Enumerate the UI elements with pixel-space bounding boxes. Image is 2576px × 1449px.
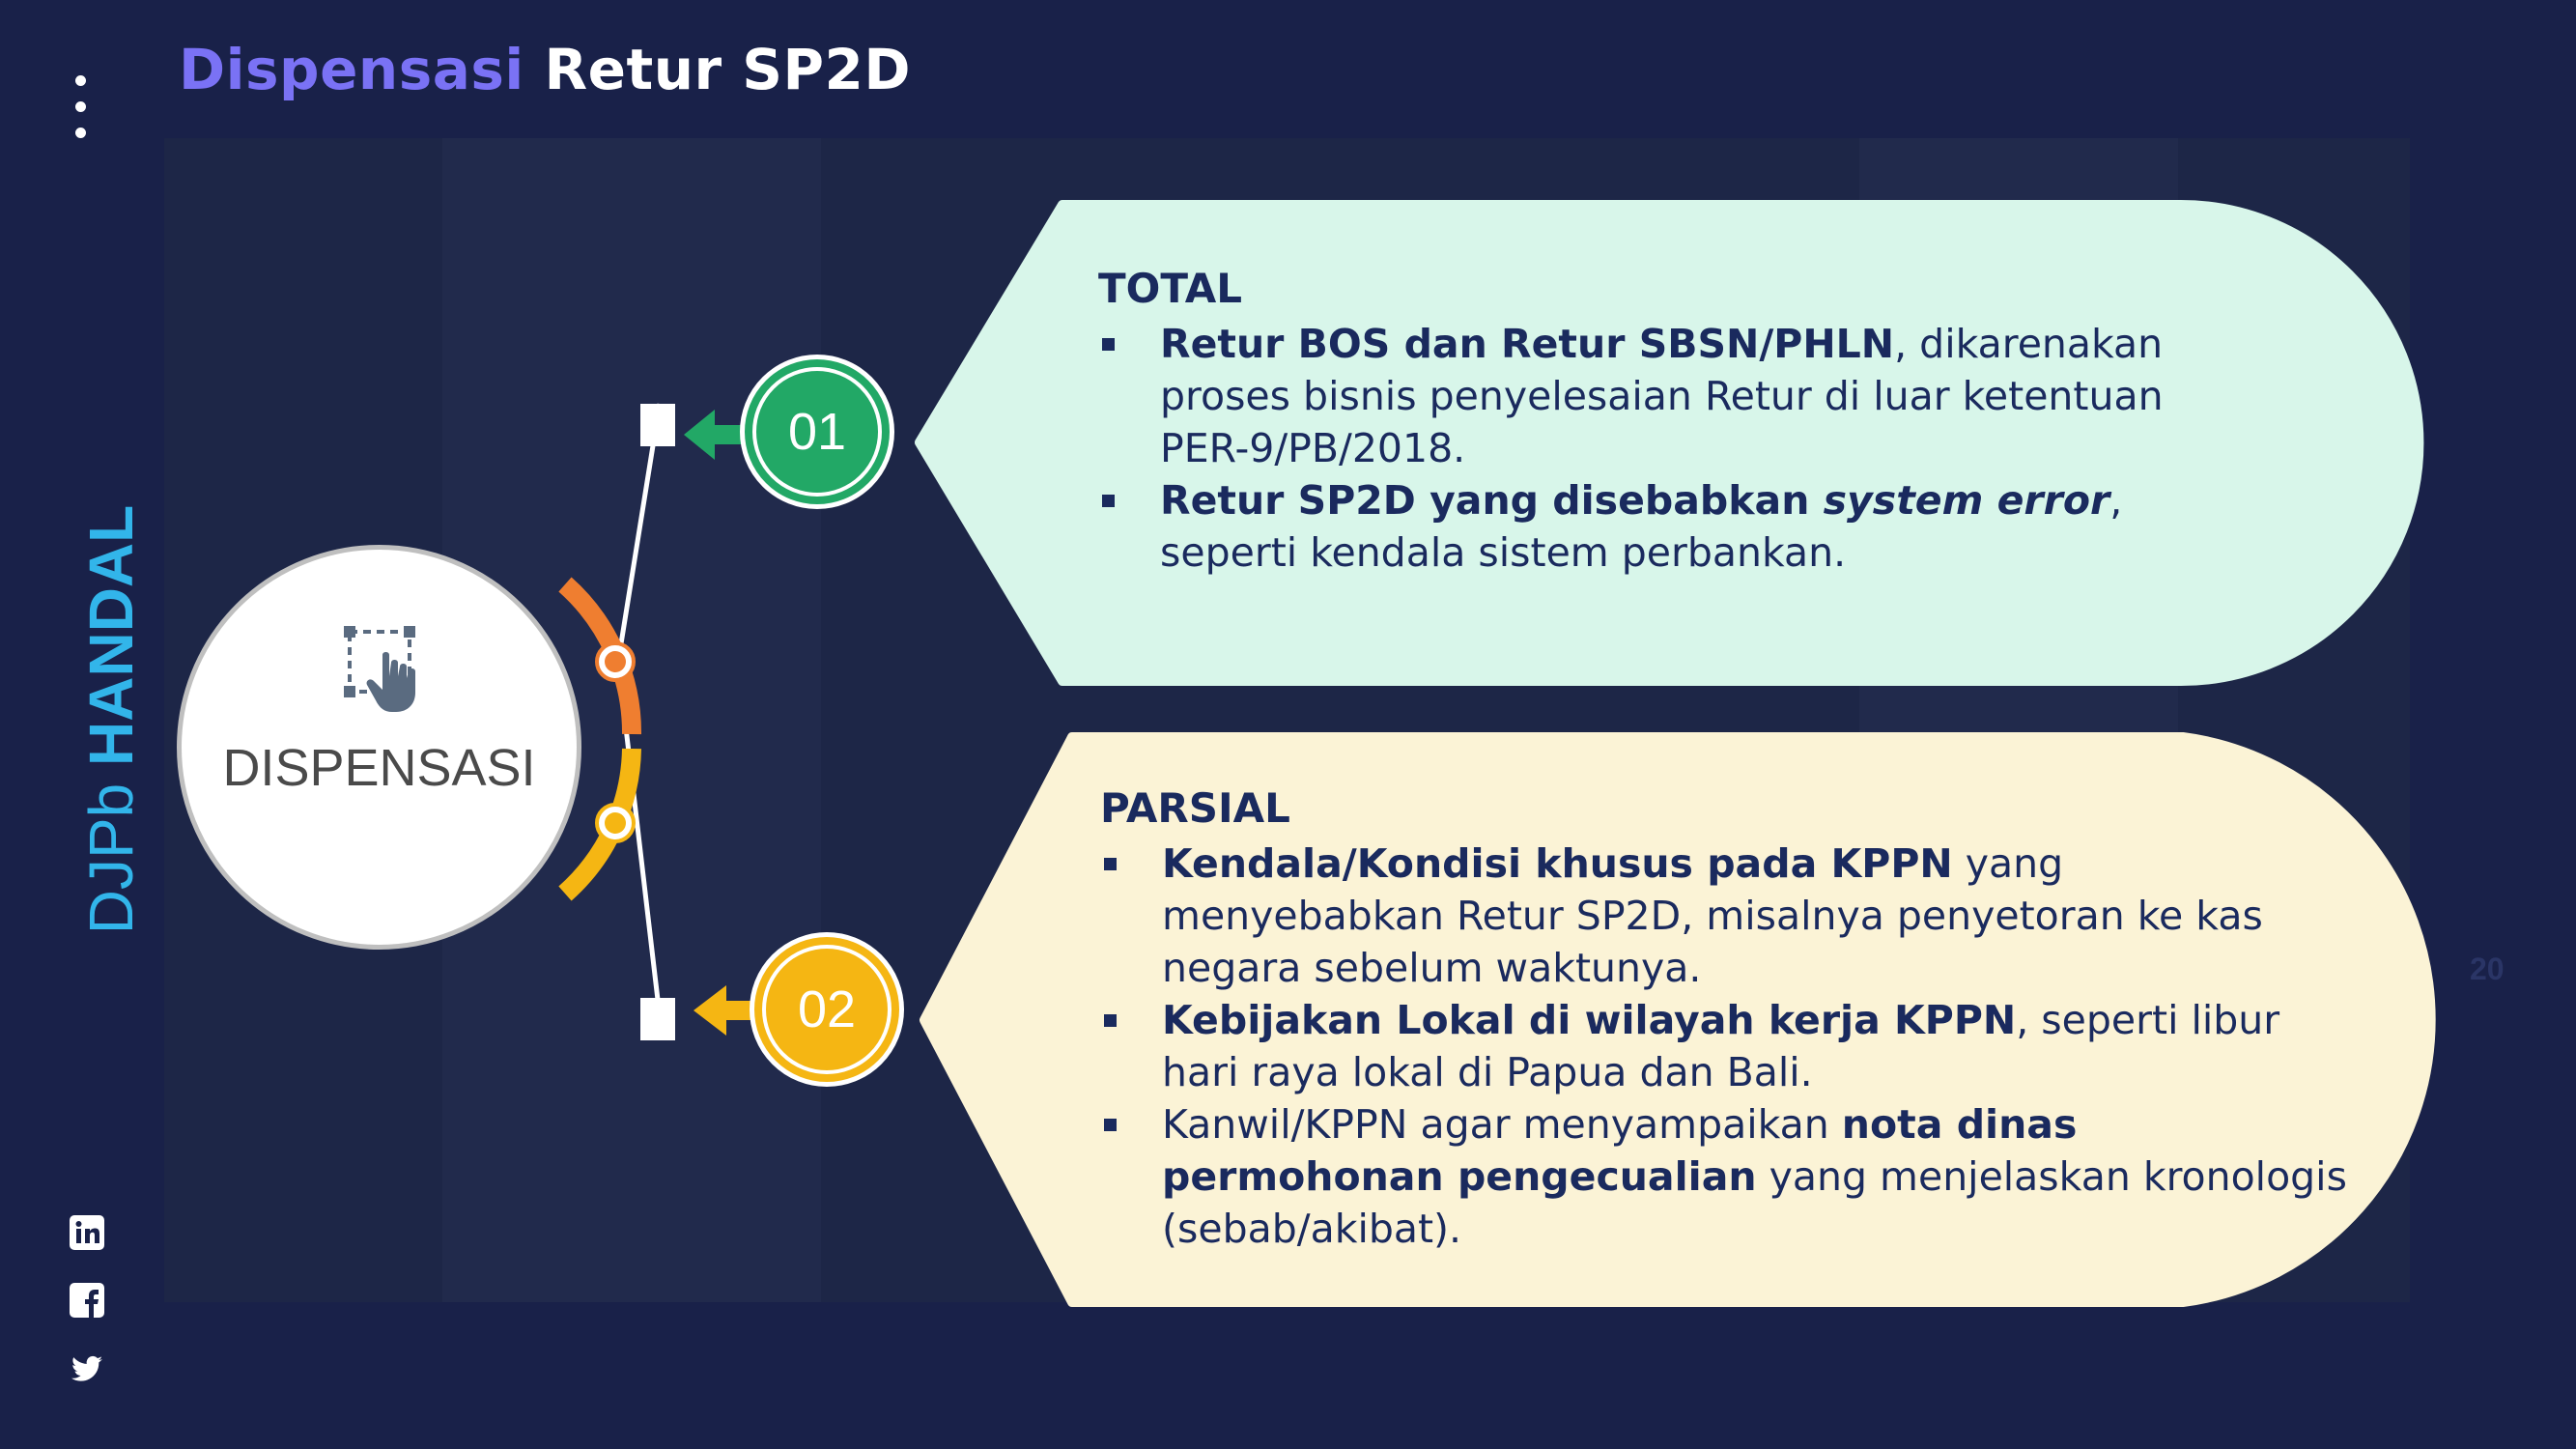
stem-01 xyxy=(640,404,675,446)
list-item: Retur SP2D yang disebabkan system error,… xyxy=(1098,474,2248,579)
more-options-icon[interactable] xyxy=(75,75,87,154)
bullet-italic: system error xyxy=(1823,477,2110,524)
bullet-text: , seperti kendala sistem perbankan. xyxy=(1160,477,2123,576)
bullet-bold: nota dinas permohonan pengecualian xyxy=(1162,1101,2078,1200)
heading-total: TOTAL xyxy=(1098,265,1243,312)
bullet-text: , seperti libur hari raya lokal di Papua… xyxy=(1162,997,2280,1095)
bullet-text: , dikarenakan proses bisnis penyelesaian… xyxy=(1160,321,2164,471)
linkedin-icon[interactable] xyxy=(68,1213,106,1252)
badge-01-number: 01 xyxy=(752,367,882,497)
bullet-bold: Kebijakan Lokal di wilayah kerja KPPN xyxy=(1162,997,2017,1043)
title-part-2: Retur SP2D xyxy=(544,37,912,102)
page-title: Dispensasi Retur SP2D xyxy=(179,37,911,102)
title-part-1: Dispensasi xyxy=(179,37,524,102)
badge-02: 02 xyxy=(750,932,904,1087)
center-label: DISPENSASI xyxy=(222,739,536,797)
stem-02 xyxy=(640,998,675,1040)
badge-02-number: 02 xyxy=(762,945,892,1074)
bullet-text: yang menyebabkan Retur SP2D, misalnya pe… xyxy=(1162,840,2263,991)
bubble-parsial: PARSIAL Kendala/Kondisi khusus pada KPPN… xyxy=(1100,784,2356,1255)
parsial-list: Kendala/Kondisi khusus pada KPPN yang me… xyxy=(1100,838,2356,1255)
list-item: Kanwil/KPPN agar menyampaikan nota dinas… xyxy=(1100,1098,2356,1255)
facebook-icon[interactable] xyxy=(68,1281,106,1320)
hand-select-icon xyxy=(336,622,433,719)
list-item: Kendala/Kondisi khusus pada KPPN yang me… xyxy=(1100,838,2356,994)
bullet-bold: Retur SP2D yang disebabkan xyxy=(1160,477,1824,524)
total-list: Retur BOS dan Retur SBSN/PHLN, dikarenak… xyxy=(1098,318,2248,579)
heading-parsial: PARSIAL xyxy=(1100,784,1290,832)
bullet-bold: Kendala/Kondisi khusus pada KPPN xyxy=(1162,840,1953,887)
list-item: Kebijakan Lokal di wilayah kerja KPPN, s… xyxy=(1100,994,2356,1098)
bullet-text: yang menjelaskan kronologis (sebab/akiba… xyxy=(1162,1153,2347,1252)
list-item: Retur BOS dan Retur SBSN/PHLN, dikarenak… xyxy=(1098,318,2248,474)
badge-01: 01 xyxy=(740,355,894,509)
bubble-total: TOTAL Retur BOS dan Retur SBSN/PHLN, dik… xyxy=(1098,265,2248,579)
twitter-icon[interactable] xyxy=(68,1349,106,1387)
page-number: 20 xyxy=(2470,952,2505,986)
bullet-bold: Retur BOS dan Retur SBSN/PHLN xyxy=(1160,321,1895,367)
bullet-text: Kanwil/KPPN agar menyampaikan xyxy=(1162,1101,1842,1148)
dispensasi-circle: DISPENSASI xyxy=(177,545,581,950)
